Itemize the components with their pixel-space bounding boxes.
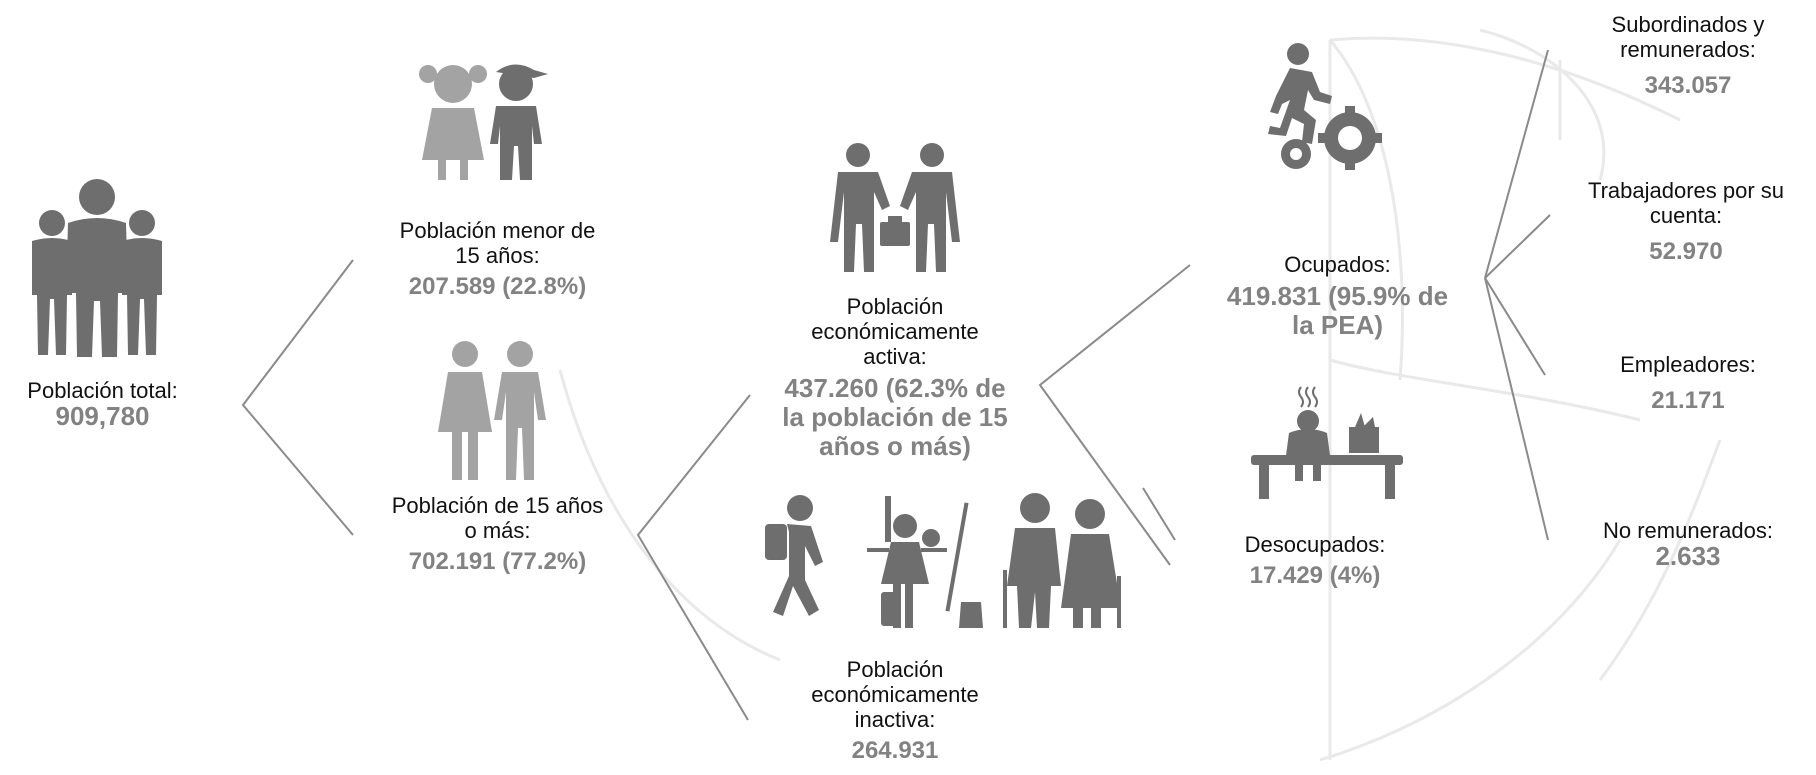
node-no-remunerados: No remunerados: 2.633 <box>1560 518 1816 570</box>
node-label: Población menor de <box>399 218 596 243</box>
children-icon <box>418 60 550 182</box>
node-value: la población de 15 <box>782 402 1008 432</box>
node-label: Ocupados: <box>1284 252 1391 277</box>
node-total-population: Población total: 909,780 <box>0 378 205 430</box>
node-label: Trabajadores por su <box>1587 178 1785 203</box>
node-unemployed: Desocupados: 17.429 (4%) <box>1180 532 1450 589</box>
node-label: remunerados: <box>1620 37 1756 62</box>
node-value: 2.633 <box>1655 541 1721 571</box>
node-label: Población <box>846 294 944 319</box>
node-label: Población de 15 años <box>391 493 604 518</box>
node-subordinados-remunerados: Subordinados y remunerados: 343.057 <box>1560 12 1816 99</box>
node-label: Desocupados: <box>1244 532 1386 557</box>
node-label: 15 años: <box>455 243 540 268</box>
node-value: 343.057 <box>1644 72 1732 99</box>
node-label: Población <box>846 657 944 682</box>
node-value: 207.589 (22.8%) <box>408 273 587 300</box>
business-handshake-icon <box>830 142 960 274</box>
node-value: 17.429 (4%) <box>1249 562 1381 589</box>
node-value: la PEA) <box>1291 310 1384 340</box>
node-label: cuenta: <box>1649 203 1723 228</box>
node-label: económicamente <box>811 319 979 344</box>
node-economically-active: Población económicamente activa: 437.260… <box>745 294 1045 461</box>
node-label: Empleadores: <box>1620 352 1756 377</box>
node-employed: Ocupados: 419.831 (95.9% de la PEA) <box>1190 252 1485 340</box>
node-value: 437.260 (62.3% de <box>784 373 1006 403</box>
node-under-15: Población menor de 15 años: 207.589 (22.… <box>345 218 650 300</box>
node-economically-inactive: Población económicamente inactiva: 264.9… <box>745 657 1045 764</box>
node-15-and-over: Población de 15 años o más: 702.191 (77.… <box>345 493 650 575</box>
node-label: inactiva: <box>854 707 936 732</box>
node-label: Población total: <box>27 378 178 403</box>
runner-gears-icon <box>1268 42 1383 177</box>
node-value: 52.970 <box>1649 238 1723 265</box>
node-value: 264.931 <box>851 737 939 764</box>
node-empleadores: Empleadores: 21.171 <box>1560 352 1816 414</box>
node-value: 21.171 <box>1651 387 1725 414</box>
node-label: No remunerados: <box>1603 518 1773 543</box>
node-label: económicamente <box>811 682 979 707</box>
adults-icon <box>438 340 548 482</box>
node-value: 909,780 <box>55 401 150 431</box>
node-label: Subordinados y <box>1611 12 1765 37</box>
node-label: o más: <box>464 518 531 543</box>
node-value: años o más) <box>819 431 971 461</box>
node-value: 702.191 (77.2%) <box>408 548 587 575</box>
node-value: 419.831 (95.9% de <box>1226 281 1449 311</box>
node-trabajadores-cuenta-propia: Trabajadores por su cuenta: 52.970 <box>1556 178 1816 265</box>
group-people-icon <box>22 175 172 360</box>
student-homemaker-elderly-icon <box>745 492 1135 632</box>
node-label: activa: <box>863 344 927 369</box>
unemployed-person-icon <box>1251 383 1403 501</box>
